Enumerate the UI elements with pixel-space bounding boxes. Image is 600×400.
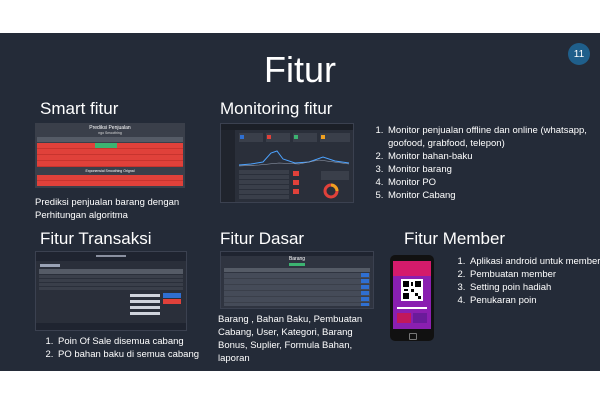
barang-table-rows xyxy=(224,273,370,306)
barang-topbar xyxy=(221,252,373,256)
pos-title-line xyxy=(96,255,126,257)
phone-menu-tile xyxy=(413,313,427,323)
smart-fitur-heading: Smart fitur xyxy=(40,99,119,118)
android-phone-mockup xyxy=(390,255,434,341)
monitoring-item: Monitor Cabang xyxy=(386,189,600,202)
prediction-highlight-cell xyxy=(95,143,117,148)
prediction-table-header xyxy=(37,137,183,142)
pos-screenshot xyxy=(35,251,187,331)
fitur-dasar-heading: Fitur Dasar xyxy=(220,229,305,248)
slide-number-badge: 11 xyxy=(568,43,590,65)
member-item: Setting poin hadiah xyxy=(468,281,600,294)
prediction-screenshot-title: Prediksi Penjualan xyxy=(89,125,131,131)
dashboard-alert-badge xyxy=(293,180,299,185)
dashboard-sidebar xyxy=(221,130,235,202)
barang-screenshot: Barang xyxy=(220,251,374,309)
phone-member-name-line xyxy=(397,307,427,309)
phone-menu-tile xyxy=(397,313,411,323)
slide: 11 Fitur Smart fitur Prediksi Penjualan … xyxy=(0,33,600,371)
qr-code-icon xyxy=(401,279,423,301)
dashboard-card xyxy=(320,133,350,142)
pos-pay-button xyxy=(163,293,181,298)
monitoring-item: Monitor penjualan offline dan online (wh… xyxy=(386,124,600,150)
member-item: Penukaran poin xyxy=(468,294,600,307)
pos-field xyxy=(130,312,160,315)
pos-cancel-button xyxy=(163,299,181,304)
fitur-dasar-caption: Barang , Bahan Baku, Pembuatan Cabang, U… xyxy=(218,314,363,364)
barang-add-button xyxy=(289,263,305,266)
monitoring-item: Monitor PO xyxy=(386,176,600,189)
dashboard-card xyxy=(266,133,290,142)
monitoring-fitur-list: Monitor penjualan offline dan online (wh… xyxy=(368,124,600,202)
dashboard-card-icon xyxy=(267,135,271,139)
fitur-member-heading: Fitur Member xyxy=(404,229,506,248)
fitur-member-list: Aplikasi android untuk member Pembuatan … xyxy=(450,255,600,307)
barang-action-buttons xyxy=(361,273,369,306)
dashboard-card xyxy=(239,133,263,142)
monitoring-item: Monitor barang xyxy=(386,163,600,176)
member-item: Aplikasi android untuk member xyxy=(468,255,600,268)
dashboard-card xyxy=(293,133,317,142)
dashboard-alert-badge xyxy=(293,189,299,194)
dashboard-table xyxy=(239,170,289,200)
pos-field xyxy=(130,306,160,309)
dashboard-sales-chart xyxy=(239,150,349,167)
barang-screenshot-title: Barang xyxy=(288,256,306,262)
prediction-screenshot-subtitle: ngo Smoothing xyxy=(98,131,122,135)
monitoring-fitur-heading: Monitoring fitur xyxy=(220,99,333,118)
dashboard-card-icon xyxy=(240,135,244,139)
member-item: Pembuatan member xyxy=(468,268,600,281)
dashboard-panel xyxy=(321,171,349,180)
pos-footer xyxy=(36,323,186,330)
dashboard-alert-badge xyxy=(293,171,299,176)
pos-table-header xyxy=(39,269,183,274)
prediction-screenshot: Prediksi Penjualan ngo Smoothing Exponen… xyxy=(35,123,185,188)
slide-title: Fitur xyxy=(264,49,336,90)
transaksi-item: PO bahan baku di semua cabang xyxy=(56,348,226,361)
dashboard-card-icon xyxy=(294,135,298,139)
dashboard-card-icon xyxy=(321,135,325,139)
prediction-red-rows-2 xyxy=(37,175,183,186)
barang-table-header xyxy=(224,268,370,272)
pos-total-field xyxy=(130,294,160,297)
qr-code-pattern xyxy=(403,281,421,299)
monitoring-item: Monitor bahan-baku xyxy=(386,150,600,163)
fitur-transaksi-list: Poin Of Sale disemua cabang PO bahan bak… xyxy=(38,335,226,361)
monitoring-dashboard-screenshot xyxy=(220,123,354,203)
pos-field xyxy=(130,300,160,303)
phone-home-button xyxy=(409,333,417,340)
smart-fitur-caption: Prediksi penjualan barang dengan Perhitu… xyxy=(35,197,180,221)
dashboard-topbar xyxy=(221,124,353,130)
transaksi-item: Poin Of Sale disemua cabang xyxy=(56,335,226,348)
pos-table-rows xyxy=(39,275,183,291)
fitur-transaksi-heading: Fitur Transaksi xyxy=(40,229,152,248)
dashboard-donut-chart xyxy=(323,183,339,199)
pos-label xyxy=(40,264,60,267)
prediction-table2-title: Exponensial Smoothing Orignal xyxy=(85,169,135,173)
